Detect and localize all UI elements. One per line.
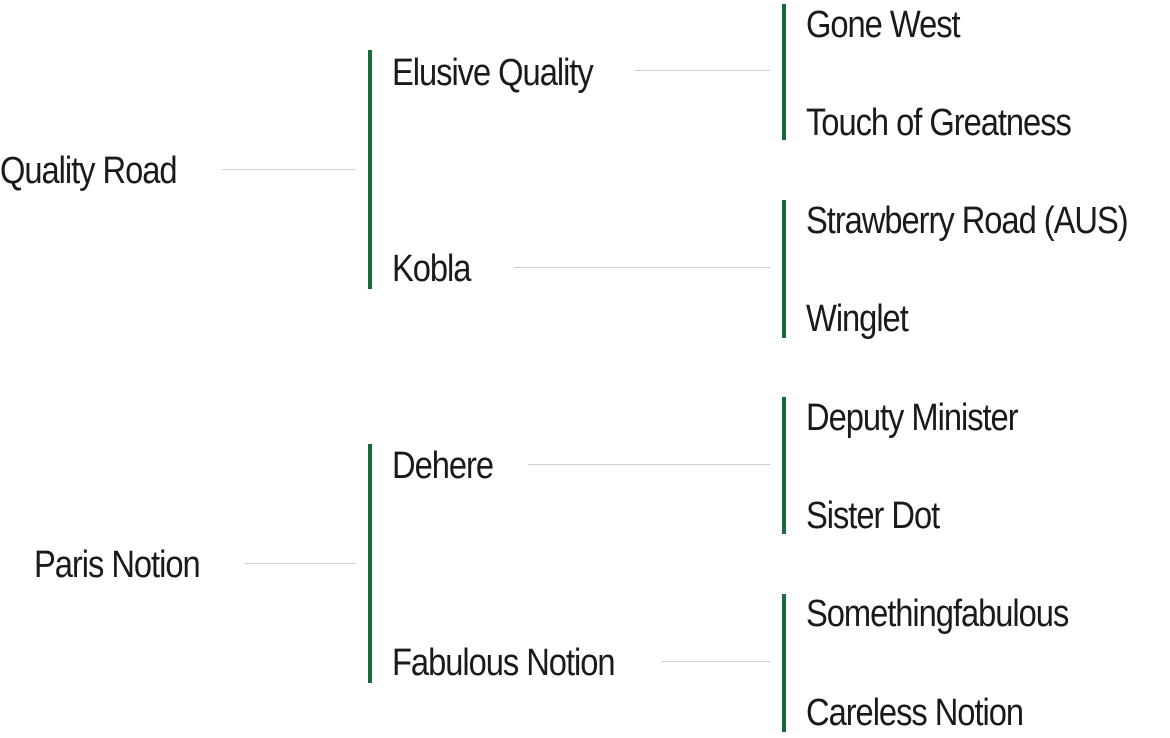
sire-name: Quality Road <box>0 150 178 192</box>
dam-sire-parents-bracket <box>782 397 786 534</box>
dam-sire-dam-name: Sister Dot <box>806 495 940 537</box>
sire-sire-parents-bracket <box>782 4 786 140</box>
sire-dam-sire-name: Strawberry Road (AUS) <box>806 200 1129 242</box>
sire-sire-sire-name: Gone West <box>806 4 961 46</box>
sire-sire-name: Elusive Quality <box>392 52 594 94</box>
dam-dam-connector <box>662 661 770 662</box>
sire-dam-parents-bracket <box>782 200 786 338</box>
dam-dam-name: Fabulous Notion <box>392 642 616 684</box>
sire-dam-name: Kobla <box>392 248 471 290</box>
dam-dam-parents-bracket <box>782 594 786 732</box>
dam-parents-bracket <box>368 444 372 683</box>
dam-connector <box>245 563 356 564</box>
sire-dam-connector <box>514 267 770 268</box>
dam-name: Paris Notion <box>34 544 201 586</box>
dam-dam-sire-name: Somethingfabulous <box>806 593 1069 635</box>
sire-sire-dam-name: Touch of Greatness <box>806 102 1072 144</box>
dam-sire-sire-name: Deputy Minister <box>806 397 1019 439</box>
sire-sire-connector <box>635 70 770 71</box>
dam-sire-connector <box>528 464 770 465</box>
sire-dam-dam-name: Winglet <box>806 298 909 340</box>
sire-connector <box>222 169 356 170</box>
sire-parents-bracket <box>368 50 372 289</box>
dam-sire-name: Dehere <box>392 445 494 487</box>
dam-dam-dam-name: Careless Notion <box>806 692 1024 734</box>
